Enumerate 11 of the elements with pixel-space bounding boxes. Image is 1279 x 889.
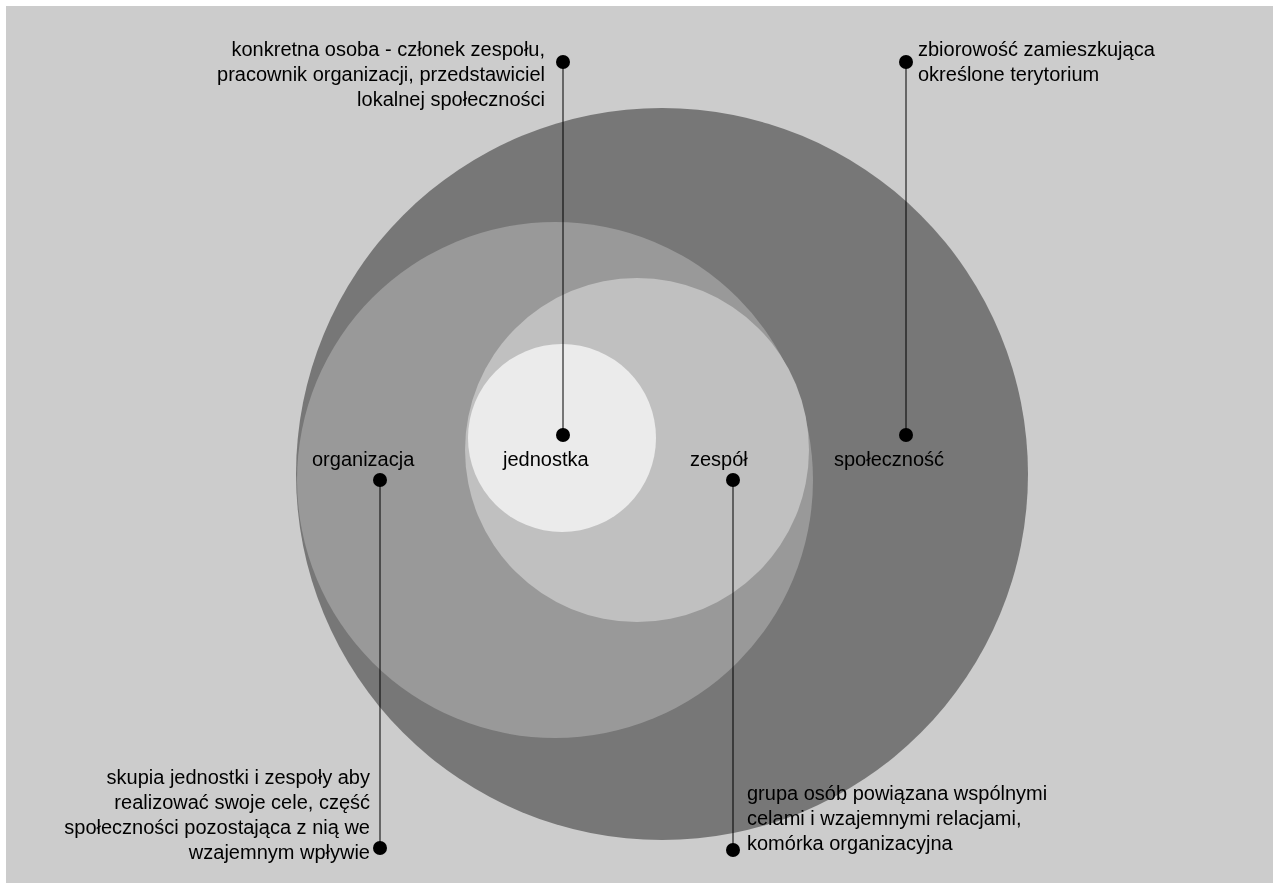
circle-label: jednostka xyxy=(503,447,589,472)
description-text: zbiorowość zamieszkująca określone terytorium xyxy=(918,37,1156,87)
circle-label: społeczność xyxy=(834,447,945,472)
leader-line xyxy=(556,55,570,442)
circle-label: zespół xyxy=(690,447,748,472)
circle-label: organizacja xyxy=(312,447,415,472)
leader-line xyxy=(726,473,740,857)
description-text: skupia jednostki i zespoły aby realizować swoje cele, część społeczności pozostająca z nią we wzajemnym wpływie xyxy=(63,765,370,865)
leader-line xyxy=(373,473,387,855)
leader-line xyxy=(899,55,913,442)
description-text: konkretna osoba - członek zespołu, pracownik organizacji, przedstawiciel lokalnej społeczności xyxy=(216,37,545,112)
